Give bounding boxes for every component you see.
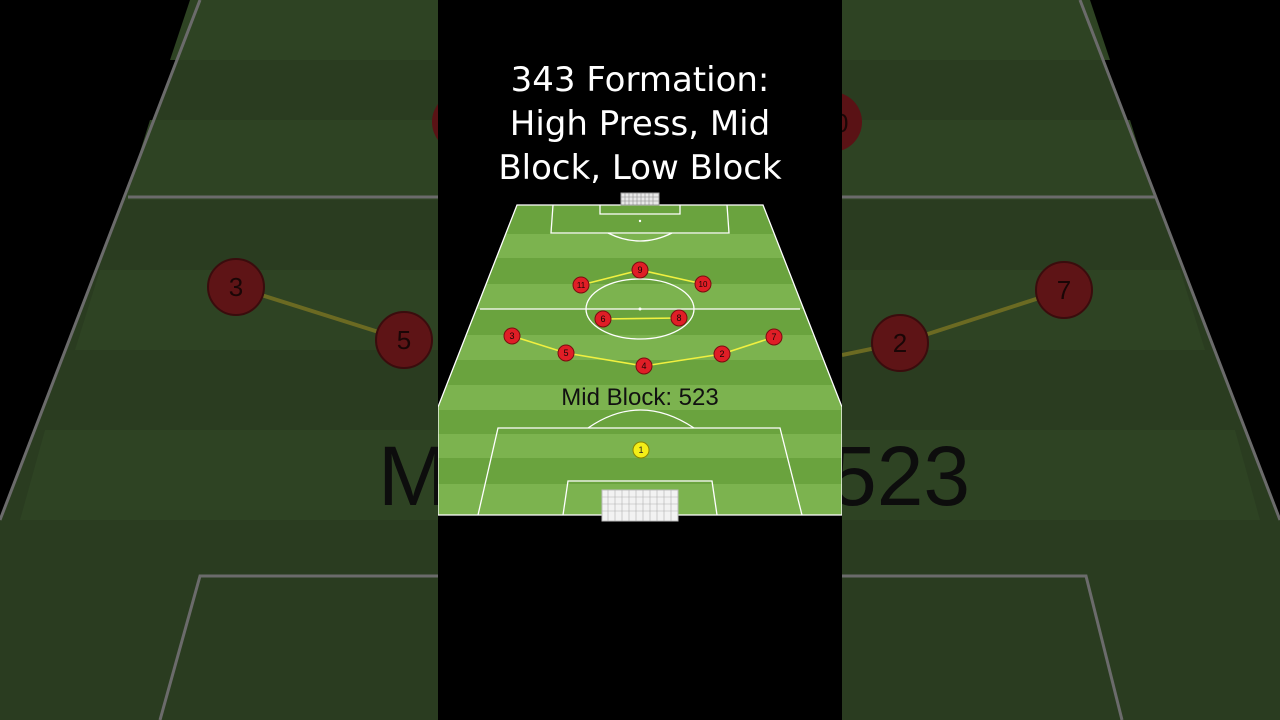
centre-spot <box>638 307 642 311</box>
block-caption: Mid Block: 523 <box>561 384 718 411</box>
background-right-player-7-label: 7 <box>1057 275 1071 305</box>
player-marker-5: 5 <box>557 344 575 362</box>
player-circle <box>635 357 653 375</box>
background-left-pitch-surface <box>0 0 438 720</box>
background-right-touchline <box>1078 0 1280 521</box>
player-number: 1 <box>638 445 643 455</box>
top-penalty-spot <box>638 219 642 223</box>
background-left-player-5-label: 5 <box>397 325 411 355</box>
title-line-2: High Press, Mid <box>509 104 771 144</box>
top-six-yard-box <box>599 205 681 215</box>
pitch-boundary <box>438 204 842 516</box>
background-right-partial-player <box>842 93 862 151</box>
background-left-panel: 3 5 M <box>0 0 438 720</box>
formation-title: 343 Formation: High Press, Mid Block, Lo… <box>438 58 842 190</box>
players-layer: 1 2 3 4 5 6 7 8 9 10 11 <box>503 261 783 459</box>
player-marker-11: 11 <box>572 276 590 294</box>
player-marker-6: 6 <box>594 310 612 328</box>
pitch-stripe <box>438 410 842 434</box>
background-right-player-7: 7 <box>1035 261 1093 319</box>
player-circle <box>503 327 521 345</box>
background-right-partial-label: 0 <box>842 108 848 138</box>
background-left-link-line <box>235 285 405 342</box>
player-circle <box>670 309 688 327</box>
title-line-3: Block, Low Block <box>498 148 782 188</box>
player-circle <box>765 328 783 346</box>
background-right-caption-fragment: 523 <box>842 429 970 523</box>
background-right-penalty-box <box>842 574 1124 720</box>
player-marker-4: 4 <box>635 357 653 375</box>
bottom-penalty-box <box>477 427 803 516</box>
player-circle <box>632 441 650 459</box>
player-number: 7 <box>771 332 776 342</box>
top-penalty-box <box>550 204 730 234</box>
centre-circle <box>585 278 695 340</box>
title-line-1: 343 Formation: <box>510 60 770 100</box>
background-left-touchline <box>0 0 202 521</box>
bottom-goal <box>601 489 679 522</box>
bottom-penalty-arc <box>587 409 695 429</box>
bottom-six-yard-box <box>562 480 718 516</box>
background-left-partial-player <box>432 104 438 140</box>
pitch-diagram: 1 2 3 4 5 6 7 8 9 10 11 Mid Block: 523 <box>438 192 842 522</box>
player-circle <box>572 276 590 294</box>
player-number: 9 <box>637 265 642 275</box>
background-left-penalty-box <box>158 574 438 720</box>
background-right-stripes <box>842 0 1260 520</box>
player-number: 3 <box>509 331 514 341</box>
player-number: 2 <box>719 349 724 359</box>
video-frame: 343 Formation: High Press, Mid Block, Lo… <box>438 0 842 720</box>
midfield-pivot-link <box>602 317 680 320</box>
player-circle <box>594 310 612 328</box>
player-marker-2: 2 <box>713 345 731 363</box>
background-right-player-2: 2 <box>871 314 929 372</box>
pitch-stripe <box>438 458 842 484</box>
player-number: 8 <box>676 313 681 323</box>
player-number: 6 <box>600 314 605 324</box>
player-number: 10 <box>699 280 708 289</box>
pitch-stripe <box>438 309 842 335</box>
player-marker-7: 7 <box>765 328 783 346</box>
player-circle <box>631 261 649 279</box>
background-left-player-5: 5 <box>375 311 433 369</box>
player-marker-1: 1 <box>632 441 650 459</box>
background-left-player-3: 3 <box>207 258 265 316</box>
player-number: 4 <box>641 361 646 371</box>
player-marker-9: 9 <box>631 261 649 279</box>
top-goal <box>620 192 660 206</box>
player-circle <box>694 275 712 293</box>
player-marker-8: 8 <box>670 309 688 327</box>
pitch-stripe <box>438 205 842 234</box>
background-right-player-2-label: 2 <box>893 328 907 358</box>
player-circle <box>557 344 575 362</box>
player-circle <box>713 345 731 363</box>
top-penalty-arc <box>607 232 673 242</box>
background-left-caption-fragment: M <box>378 429 438 523</box>
background-left-pitch: 3 5 M <box>0 0 438 720</box>
player-number: 11 <box>577 281 586 290</box>
background-right-panel: 0 7 2 523 <box>842 0 1280 720</box>
player-marker-10: 10 <box>694 275 712 293</box>
player-marker-3: 3 <box>503 327 521 345</box>
background-left-player-3-label: 3 <box>229 272 243 302</box>
background-right-pitch: 0 7 2 523 <box>842 0 1280 720</box>
player-number: 5 <box>563 348 568 358</box>
background-left-stripes <box>20 0 438 520</box>
